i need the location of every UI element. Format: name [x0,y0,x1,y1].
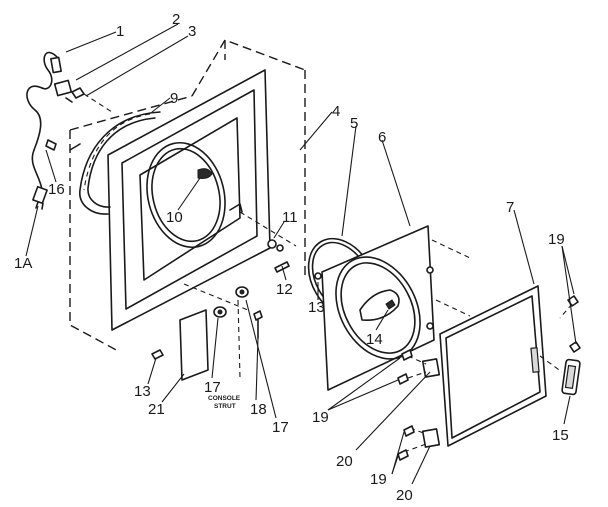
callout-6: 6 [378,129,386,146]
callout-4: 4 [332,103,340,120]
callout-13b: 13 [308,299,325,316]
leader-lines [25,23,577,485]
cabinet-outline [69,39,306,353]
console-strut-label: CONSOLE STRUT [208,395,241,410]
callout-19c: 19 [370,471,387,488]
callout-16: 16 [48,181,65,198]
callout-9: 9 [170,90,178,107]
console-strut-area [151,283,263,381]
callout-17a: 17 [204,379,221,396]
terminal-block [53,79,113,113]
hinge-screws [239,211,297,273]
callout-3: 3 [188,23,196,40]
callout-2: 2 [172,11,180,28]
inner-door [321,225,471,391]
callout-20a: 20 [336,453,353,470]
callout-14: 14 [366,331,383,348]
callout-18: 18 [250,401,267,418]
door-hinges [397,349,441,461]
console-label-line2: STRUT [214,403,236,410]
callout-17b: 17 [272,419,289,436]
outer-door [439,285,563,447]
callout-10: 10 [166,209,183,226]
callout-1a: 1A [14,255,32,272]
callout-7: 7 [506,199,514,216]
callout-11: 11 [282,209,298,226]
callout-numbers: 1 2 3 9 4 5 6 7 10 11 12 13 14 13 17 18 … [14,11,569,504]
console-label-line1: CONSOLE [208,395,241,402]
callout-1: 1 [116,23,124,40]
callout-19b: 19 [312,409,329,426]
callout-13a: 13 [134,383,151,400]
callout-19a: 19 [548,231,565,248]
seal-ring [79,111,161,215]
callout-15: 15 [552,427,569,444]
callout-21: 21 [148,401,165,418]
power-cord [26,51,81,210]
callout-5: 5 [350,115,358,132]
callout-20b: 20 [396,487,413,504]
callout-12: 12 [276,281,293,298]
door-handle [559,295,581,396]
